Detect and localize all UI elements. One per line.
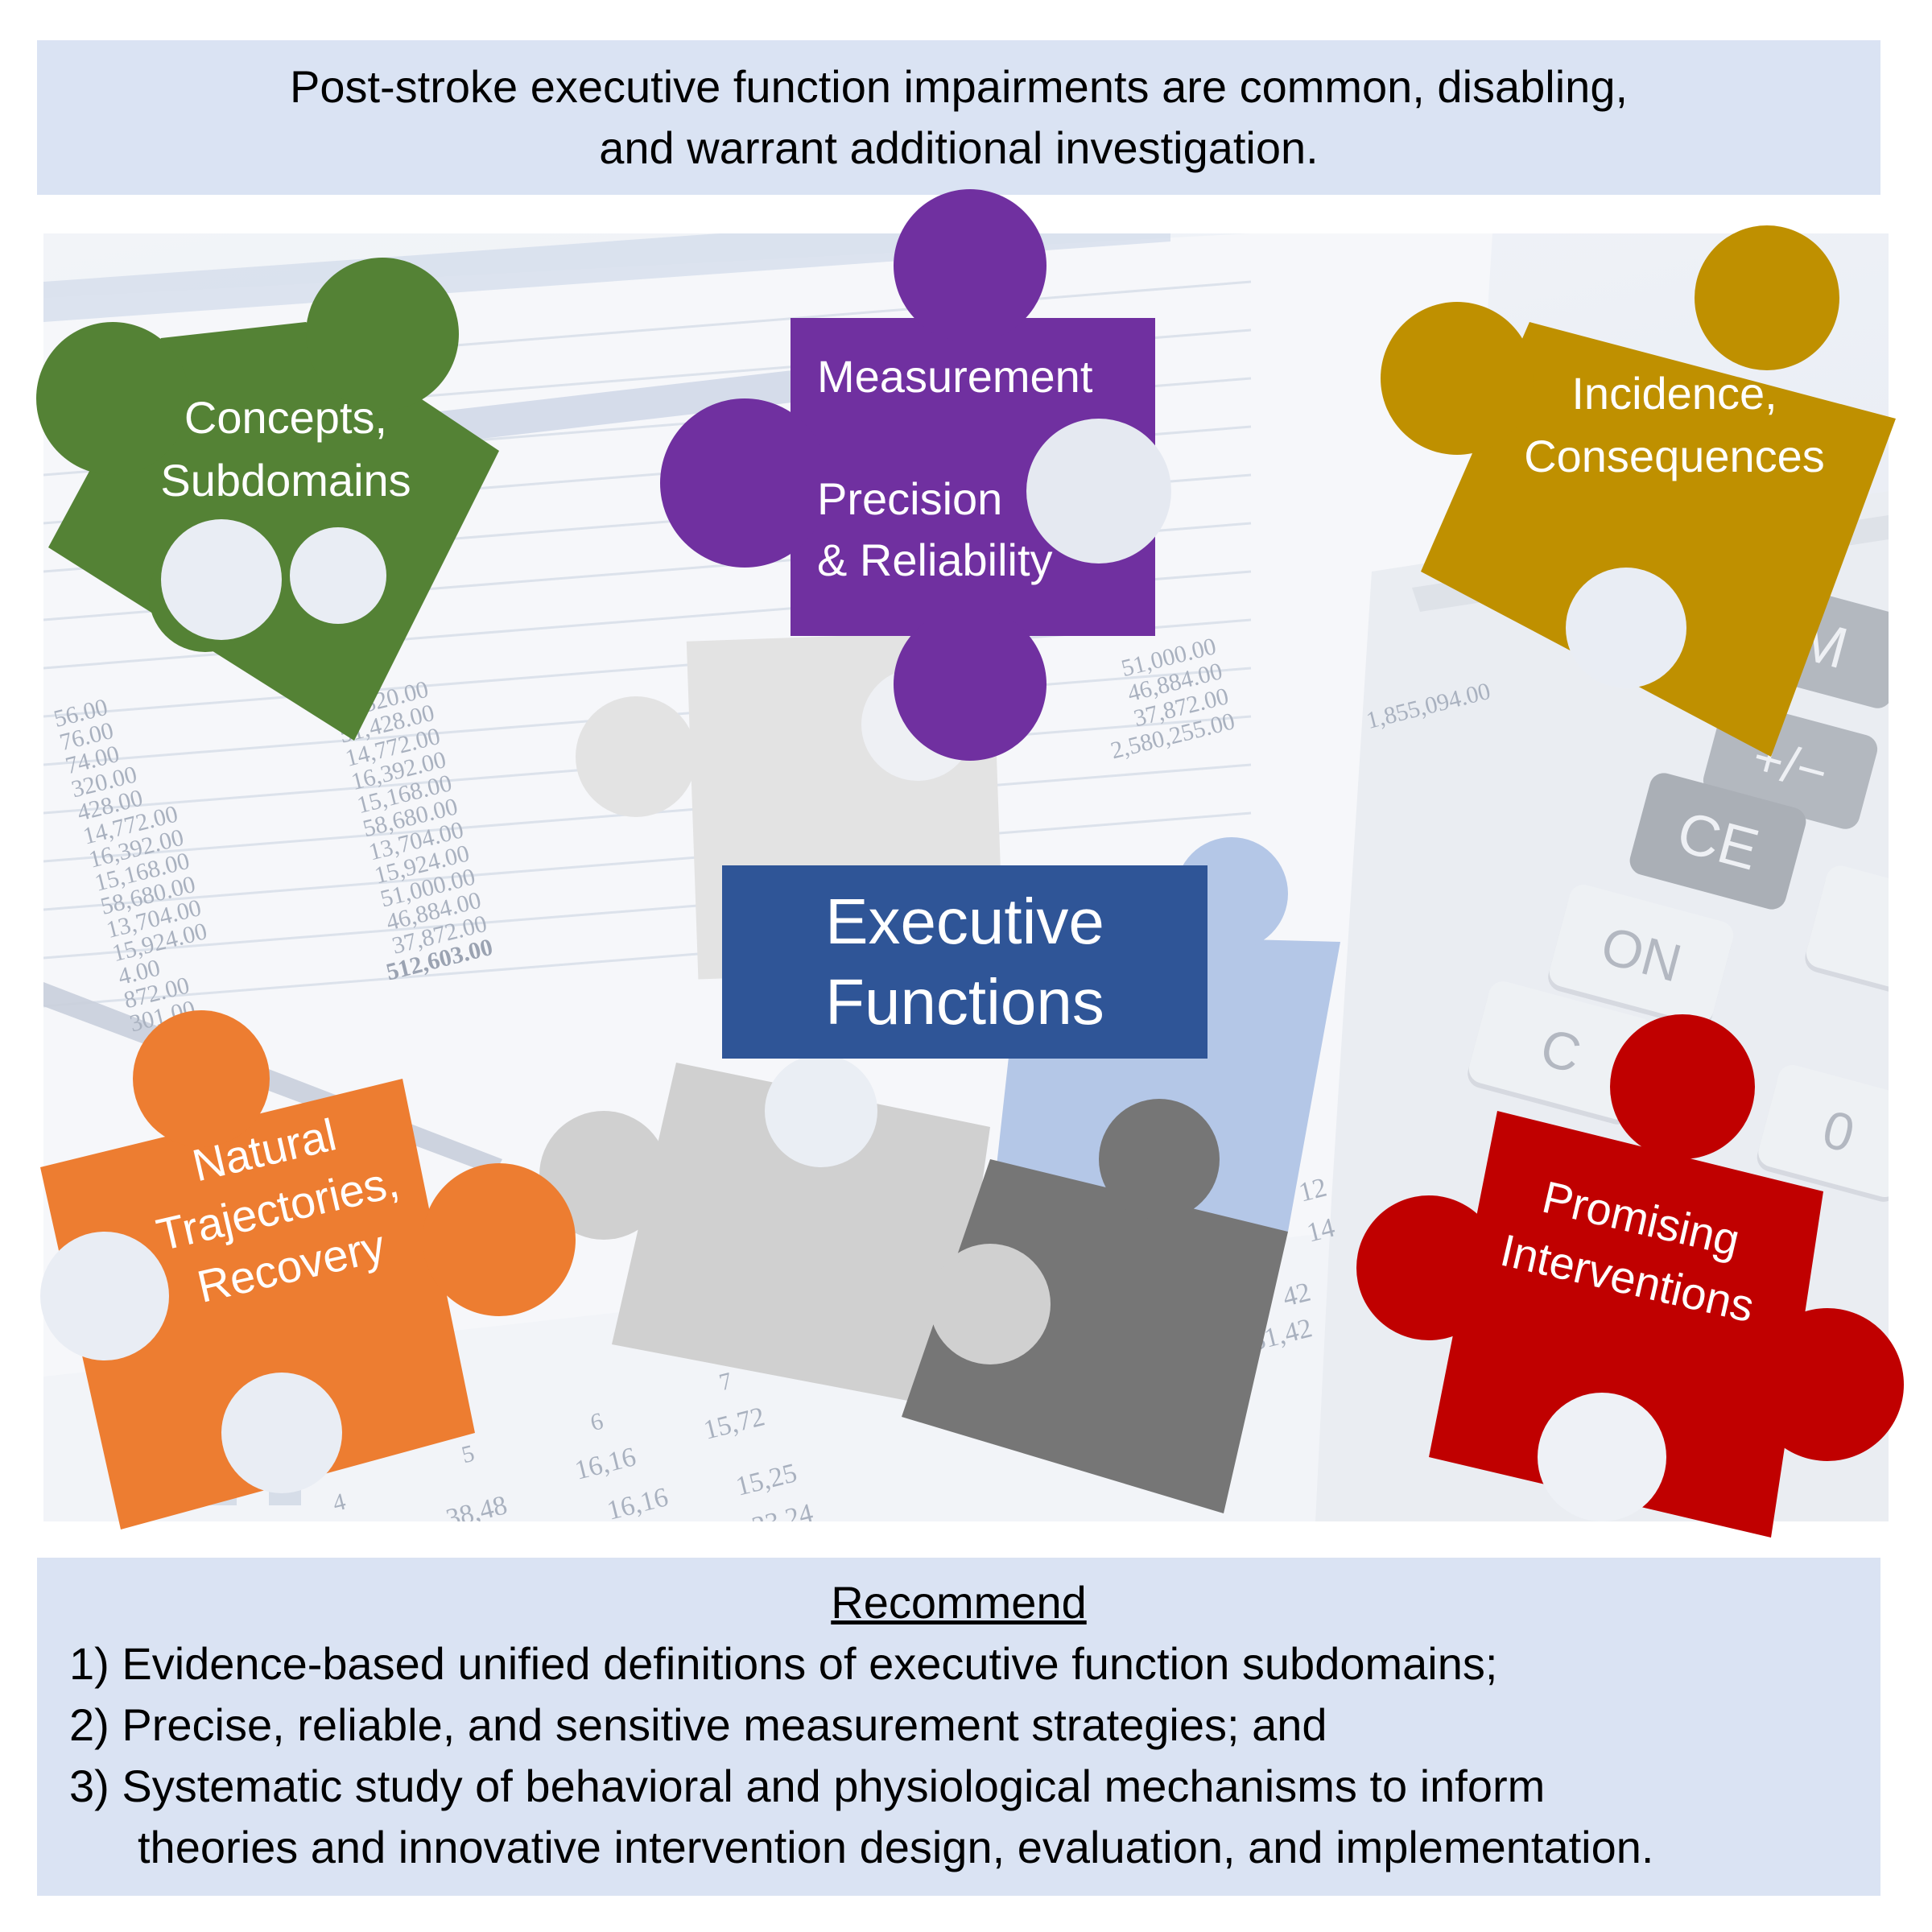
notch [221, 1373, 342, 1493]
red-tab [1751, 1308, 1904, 1461]
incidence-line-2: Consequences [1524, 431, 1825, 481]
recommend-title: Recommend [831, 1577, 1087, 1628]
label-concepts: Concepts, Subdomains [125, 386, 447, 512]
recommend-item-3: 3) Systematic study of behavioral and ph… [69, 1761, 1546, 1811]
label-executive-functions: Executive Functions [722, 881, 1208, 1042]
concepts-line-2: Subdomains [160, 455, 411, 506]
puzzle-piece-orange [40, 1010, 576, 1530]
incidence-line-1: Incidence, [1571, 368, 1777, 419]
header-line-2: and warrant additional investigation. [599, 122, 1319, 173]
label-incidence: Incidence, Consequences [1473, 362, 1876, 488]
executive-line-2: Functions [825, 966, 1104, 1038]
label-measurement: Measurement Precision & Reliability [817, 346, 1139, 591]
recommend-item-1: 1) Evidence-based unified definitions of… [69, 1638, 1498, 1689]
recommend-item-2: 2) Precise, reliable, and sensitive meas… [69, 1699, 1327, 1750]
recommend-banner: Recommend 1) Evidence-based unified defi… [37, 1558, 1880, 1896]
measurement-title: Measurement [817, 351, 1093, 402]
puzzle-piece-light-gray [539, 1063, 990, 1409]
header-line-1: Post-stroke executive function impairmen… [289, 61, 1629, 112]
recommend-item-3-continued: theories and innovative intervention des… [138, 1822, 1654, 1872]
measurement-line-1: Precision [817, 473, 1003, 524]
notch [765, 1055, 877, 1167]
puzzle-piece-red [1356, 1014, 1823, 1538]
notch [1026, 419, 1171, 564]
notch [40, 1232, 169, 1360]
header-banner: Post-stroke executive function impairmen… [37, 40, 1880, 195]
notch [1538, 1393, 1666, 1521]
notch [1566, 568, 1686, 688]
executive-functions-box [722, 865, 1208, 1059]
notch [290, 527, 386, 624]
executive-line-1: Executive [825, 886, 1104, 957]
notch [161, 519, 282, 640]
concepts-line-1: Concepts, [184, 392, 388, 443]
puzzle-piece-gold [1381, 225, 1896, 757]
notch [930, 1244, 1051, 1364]
measurement-line-2: & Reliability [817, 535, 1053, 585]
